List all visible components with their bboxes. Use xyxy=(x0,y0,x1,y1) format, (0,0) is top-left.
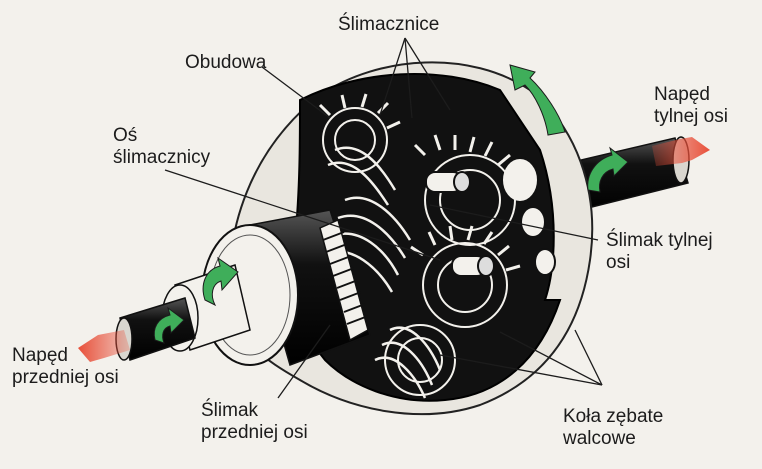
label-naped-tylnej-osi: Napęd tylnej osi xyxy=(654,84,728,127)
gear-pins xyxy=(425,171,495,277)
label-slimacznice: Ślimacznice xyxy=(338,14,440,35)
rotation-arrows xyxy=(153,64,629,344)
leader-kola-3 xyxy=(439,354,603,386)
label-slimak-przedniej-osi: Ślimak przedniej osi xyxy=(201,400,308,443)
front-shaft-rotation-arrow xyxy=(153,306,185,344)
leader-slimak-tylnej xyxy=(429,204,599,241)
leader-slimak-przedniej xyxy=(277,324,331,399)
rear-drive-arrow xyxy=(652,137,710,166)
leader-kola-1 xyxy=(499,331,603,386)
spur-gears xyxy=(322,107,516,396)
leader-slimacznice-3 xyxy=(404,37,451,111)
front-drive-arrow xyxy=(78,330,130,362)
label-kola-zebate-walcowe: Koła zębate walcowe xyxy=(563,406,664,449)
leader-kola-2 xyxy=(574,329,603,386)
leader-slimacznice-2 xyxy=(404,37,413,119)
leader-lines xyxy=(164,37,603,399)
leader-os-slimacznicy xyxy=(164,169,441,261)
label-os-slimacznicy: Oś ślimacznicy xyxy=(113,125,211,168)
housing-rotation-arrow xyxy=(509,64,566,136)
leader-obudowa xyxy=(261,66,331,119)
front-shaft xyxy=(115,209,371,366)
gear-teeth xyxy=(318,93,523,272)
label-obudowa: Obudowa xyxy=(185,52,267,73)
label-slimak-tylnej-osi: Ślimak tylnej osi xyxy=(606,230,713,273)
worm-wheels xyxy=(325,146,442,399)
front-sleeve-rotation-arrow xyxy=(202,256,239,307)
leader-slimacznice-1 xyxy=(379,37,406,116)
label-naped-przedniej-osi: Napęd przedniej osi xyxy=(12,345,119,388)
rear-shaft-rotation-arrow xyxy=(587,146,629,193)
